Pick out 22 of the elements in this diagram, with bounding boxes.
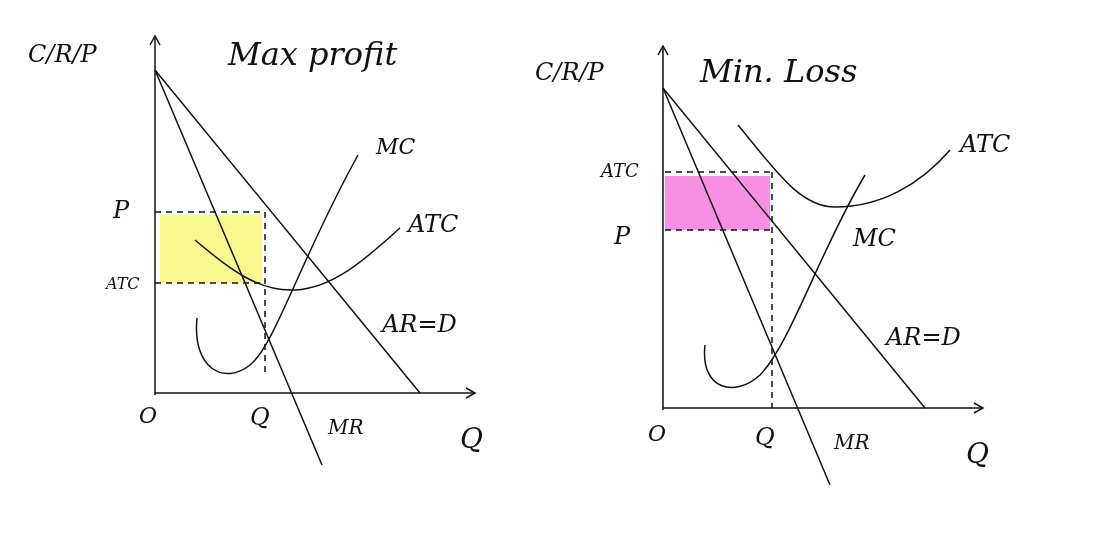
axis-label: Q — [460, 425, 483, 453]
curve-label: ATC — [408, 212, 459, 236]
axis-label: O — [648, 423, 667, 445]
curve-label: ATC — [960, 132, 1011, 156]
axis-label: P — [614, 224, 631, 248]
chart-title: Min. Loss — [700, 55, 858, 87]
chart-title: Max profit — [228, 38, 398, 70]
curve-label: MR — [328, 417, 364, 437]
curve-label: AR=D — [886, 325, 961, 349]
axis-label: O — [139, 405, 158, 427]
curve-label: MR — [834, 432, 870, 452]
curve-label: MC — [853, 226, 896, 250]
axis-label: P — [113, 198, 130, 222]
curve-label: MC — [376, 136, 416, 158]
axis-label: C/R/P — [28, 42, 97, 66]
axis-label: Q — [966, 440, 989, 468]
axis-label: C/R/P — [535, 60, 604, 84]
curve-label: AR=D — [382, 312, 457, 336]
axis-label: Q — [755, 425, 775, 449]
axis-label: ATC — [106, 276, 140, 292]
axis-label: Q — [250, 405, 270, 429]
axis-label: ATC — [601, 162, 639, 180]
